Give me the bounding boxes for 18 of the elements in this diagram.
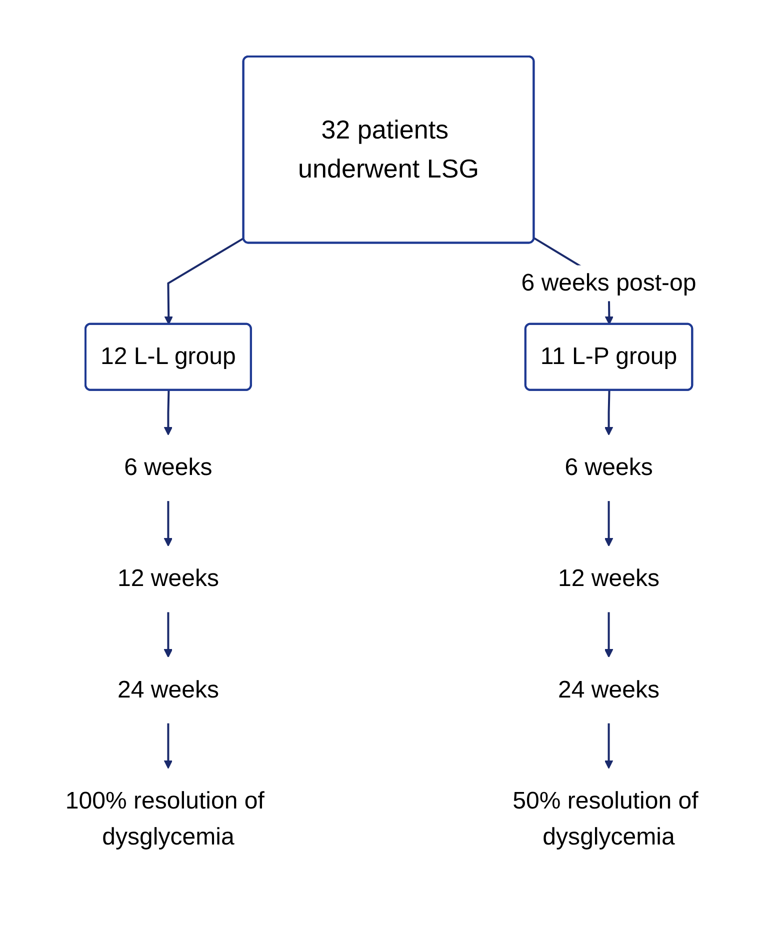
- arrow: [164, 237, 244, 325]
- arrow: [604, 612, 614, 658]
- node-text: 24 weeks: [117, 676, 219, 704]
- arrow: [604, 390, 614, 436]
- node-text: 6 weeks: [564, 454, 653, 482]
- node-text: 24 weeks: [558, 676, 660, 704]
- arrow: [604, 501, 614, 546]
- node-text: 100% resolution of dysglycemia: [65, 787, 264, 850]
- arrow: [164, 501, 173, 546]
- edge-label: 6 weeks post-op: [521, 269, 696, 296]
- node-text: 6 weeks: [124, 454, 212, 482]
- arrow: [164, 612, 173, 658]
- node-text: 50% resolution of dysglycemia: [512, 787, 698, 850]
- node-text: 12 weeks: [558, 565, 660, 592]
- arrow: [164, 390, 173, 436]
- node-text: 12 weeks: [117, 565, 219, 592]
- arrow: [164, 723, 173, 769]
- arrow: [604, 723, 614, 769]
